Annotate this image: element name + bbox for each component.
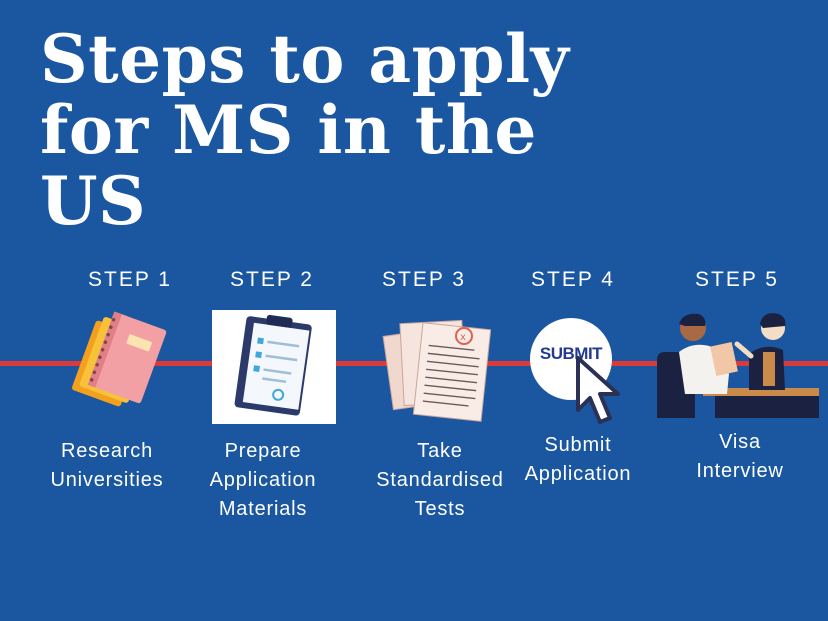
step-3-label: STEP 3 — [382, 268, 466, 291]
notebooks-icon — [72, 311, 167, 407]
step-2-caption: Prepare Application Materials — [178, 437, 348, 524]
step-4-caption-line: Application — [524, 463, 632, 485]
step-2-caption-line: Materials — [218, 498, 308, 520]
step-2-caption-line: Prepare — [224, 440, 302, 462]
step-3-caption: Take Standardised Tests — [355, 437, 525, 524]
step-4-caption-line: Submit — [544, 434, 612, 456]
interview-people-icon — [657, 313, 819, 418]
svg-text:x: x — [460, 332, 466, 343]
test-papers-icon: x — [382, 319, 492, 422]
page-title: Steps to apply for MS in the US — [40, 20, 570, 240]
clipboard-checklist-icon — [234, 314, 312, 416]
step-1-caption-line: Research — [61, 440, 153, 462]
step-3-caption-line: Tests — [414, 498, 466, 520]
step-5-caption: Visa Interview — [655, 428, 825, 486]
step-1-caption-line: Universities — [50, 469, 164, 491]
step-4-caption: Submit Application — [493, 431, 663, 489]
step-1-caption: Research Universities — [22, 437, 192, 495]
step-2-caption-line: Application — [209, 469, 317, 491]
submit-button-text: SUBMIT — [539, 344, 603, 363]
cursor-arrow-icon — [576, 356, 620, 424]
step-5-caption-line: Interview — [696, 460, 784, 482]
step-5-label: STEP 5 — [695, 268, 779, 291]
step-4-label: STEP 4 — [531, 268, 615, 291]
submit-cursor-icon: SUBMIT — [530, 318, 612, 400]
step-5-caption-line: Visa — [719, 431, 761, 453]
step-3-caption-line: Standardised — [376, 469, 504, 491]
step-1-label: STEP 1 — [88, 268, 172, 291]
step-2-label: STEP 2 — [230, 268, 314, 291]
step-3-caption-line: Take — [417, 440, 463, 462]
